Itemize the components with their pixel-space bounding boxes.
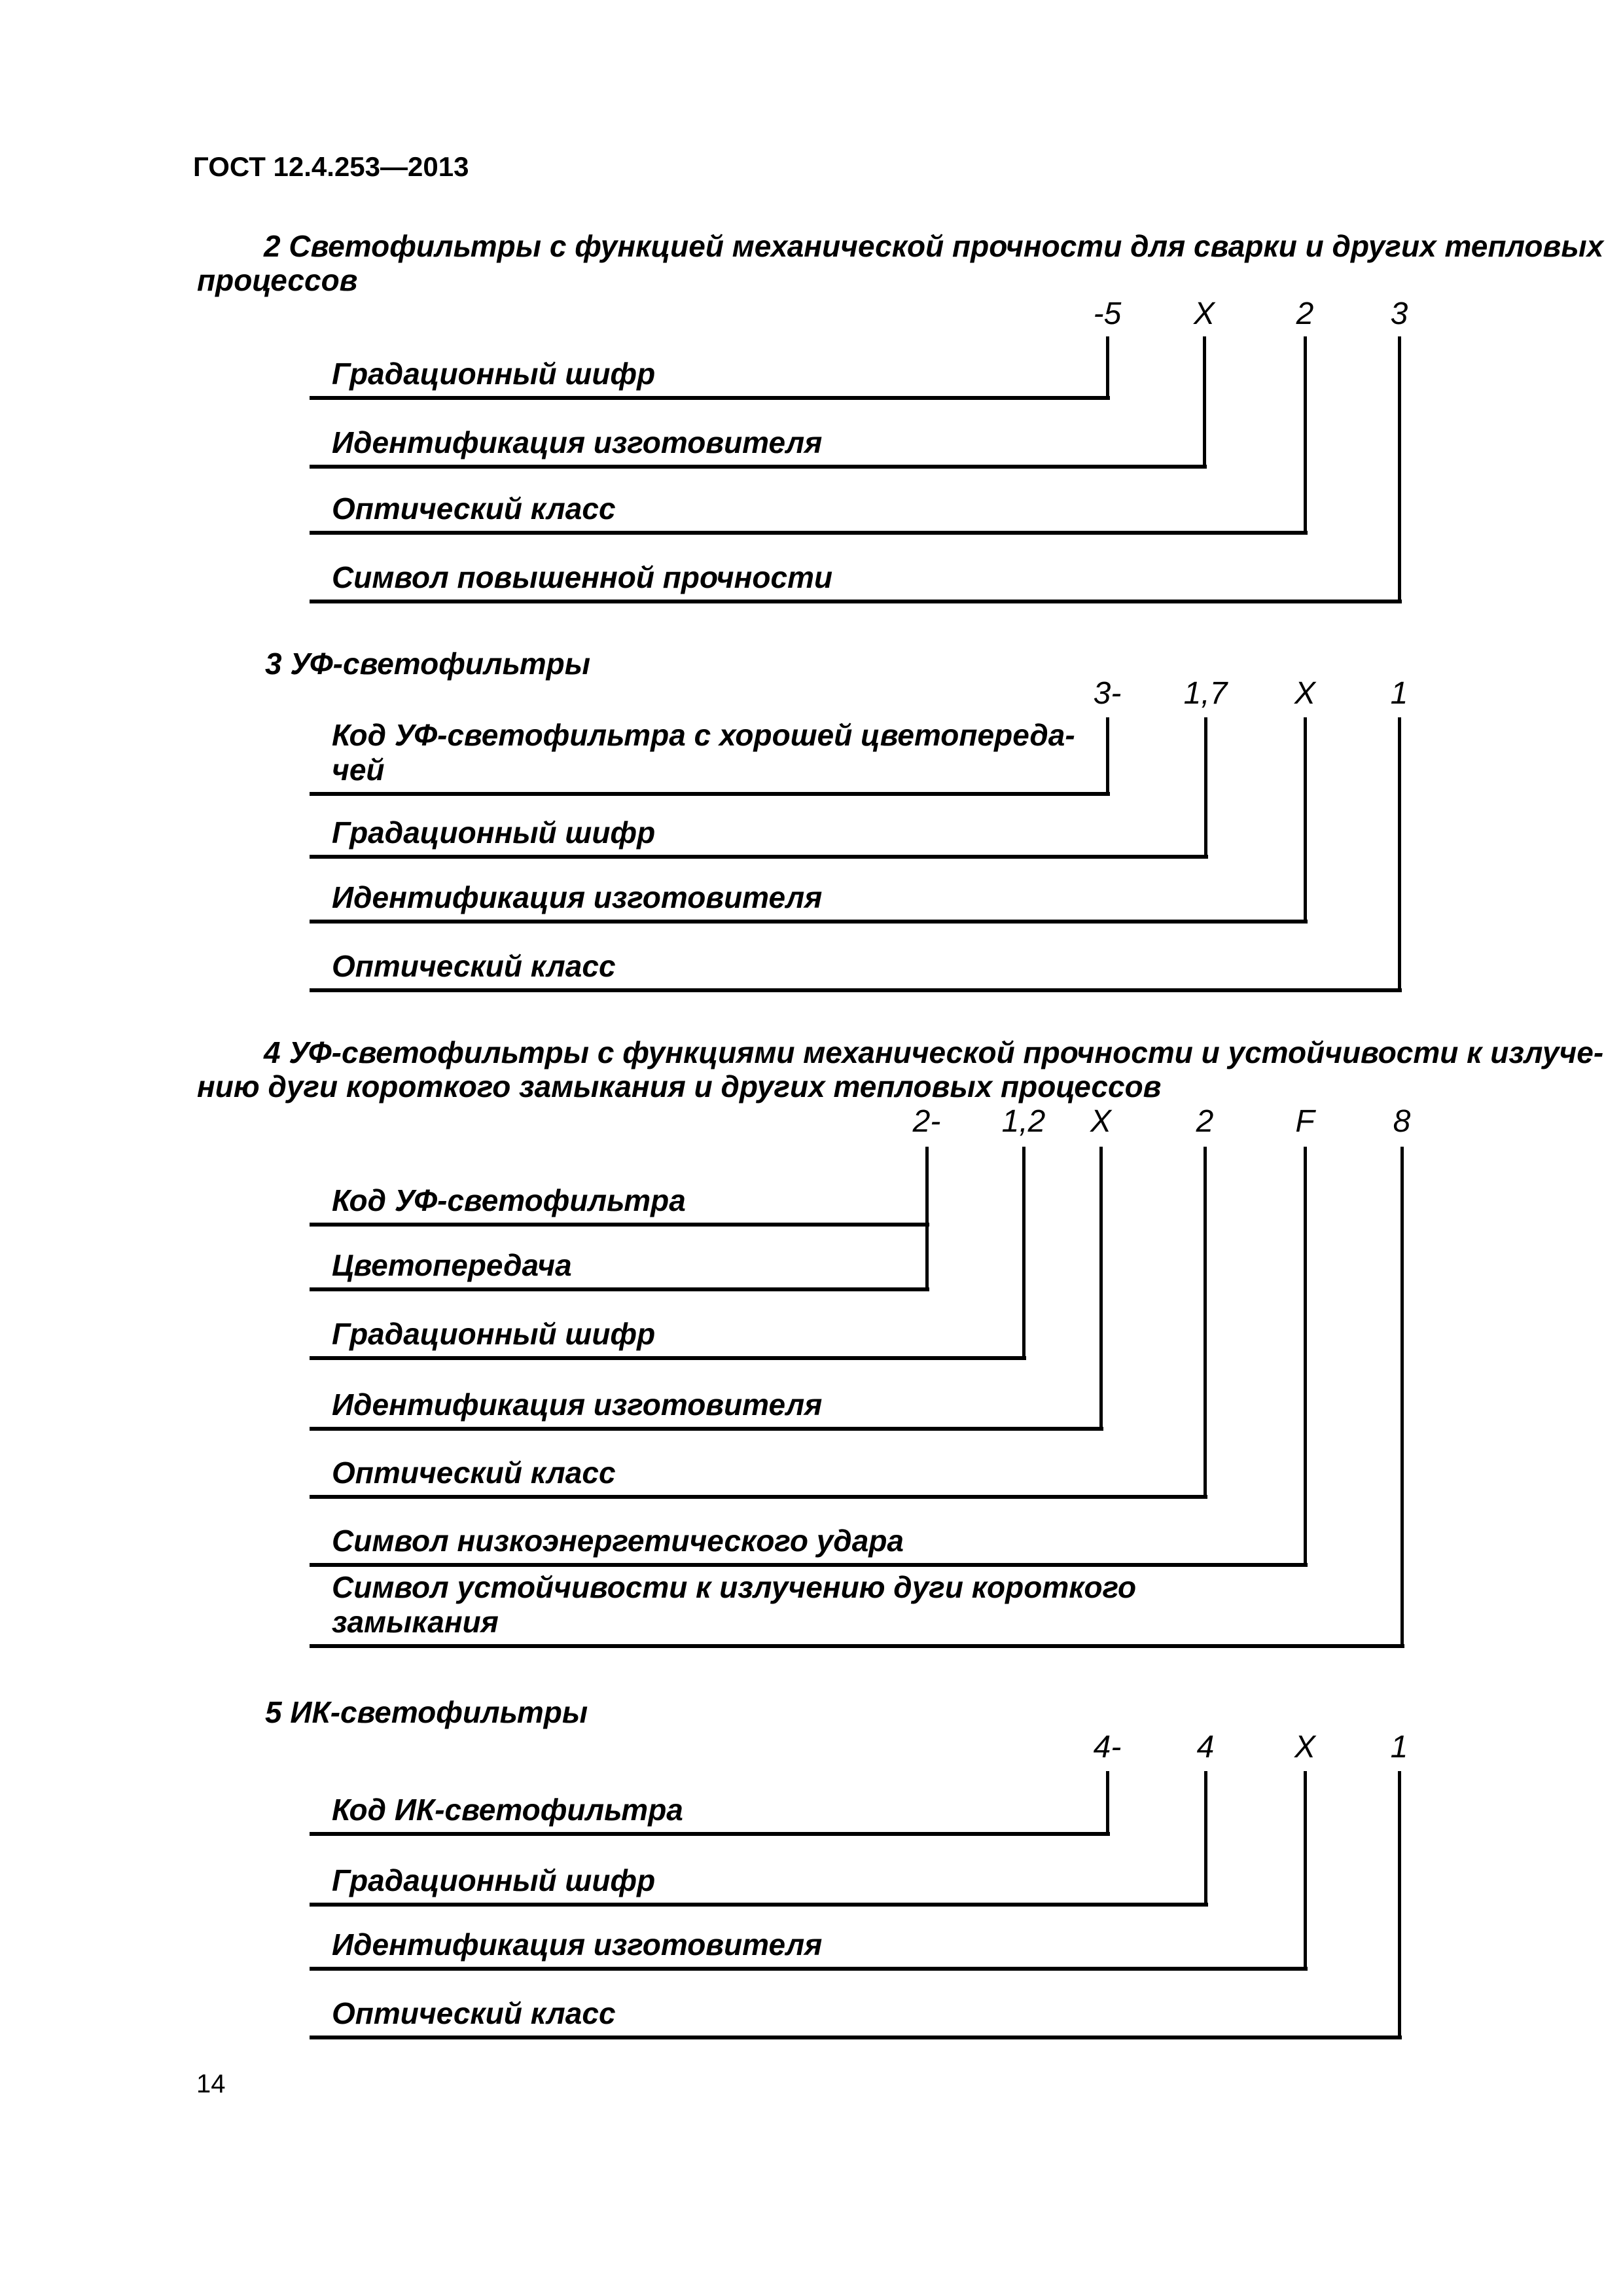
- label-underline: [310, 531, 1308, 535]
- field-label: Символ повышенной прочности: [332, 560, 833, 594]
- field-label: Цветопередача: [332, 1248, 572, 1282]
- label-underline: [310, 1223, 929, 1227]
- field-label: Оптический класс: [332, 1456, 616, 1490]
- section-heading-line: 2 Светофильтры с функцией механической п…: [264, 229, 1604, 263]
- pointer-line: [1022, 1147, 1026, 1360]
- field-label: Идентификация изготовителя: [332, 1928, 823, 1962]
- code-char: Х: [1193, 296, 1215, 331]
- pointer-line: [1398, 1771, 1401, 2039]
- section-heading-line: 4 УФ-светофильтры с функциями механическ…: [264, 1035, 1604, 1069]
- field-label: Оптический класс: [332, 492, 616, 526]
- code-char: 8: [1393, 1104, 1411, 1139]
- code-char: Х: [1294, 1730, 1316, 1765]
- label-underline: [310, 1967, 1308, 1971]
- label-underline: [310, 1644, 1404, 1648]
- document-header: ГОСТ 12.4.253—2013: [193, 151, 469, 182]
- field-label: Градационный шифр: [332, 1863, 656, 1897]
- pointer-line: [1204, 717, 1207, 859]
- pointer-line: [1106, 1771, 1109, 1836]
- label-underline: [310, 600, 1402, 603]
- label-underline: [310, 1356, 1026, 1360]
- label-underline: [310, 465, 1207, 469]
- label-underline: [310, 792, 1110, 796]
- section-heading-line: 5 ИК-светофильтры: [265, 1695, 588, 1729]
- code-char: 2: [1196, 1104, 1214, 1139]
- pointer-line: [1099, 1147, 1103, 1431]
- field-label: Код УФ-светофильтра: [332, 1183, 686, 1217]
- pointer-line: [925, 1147, 929, 1291]
- code-char: 2: [1296, 296, 1314, 331]
- field-label: Градационный шифр: [332, 1317, 656, 1351]
- field-label: Градационный шифр: [332, 357, 656, 391]
- field-label: Оптический класс: [332, 1996, 616, 2030]
- label-underline: [310, 2036, 1402, 2039]
- field-label: Символ низкоэнергетического удара: [332, 1524, 904, 1558]
- pointer-line: [1304, 717, 1307, 924]
- code-char: Х: [1294, 676, 1316, 711]
- code-char: 2-: [912, 1104, 941, 1139]
- code-char: 1,2: [1001, 1104, 1046, 1139]
- label-underline: [310, 1287, 929, 1291]
- code-char: 4-: [1093, 1730, 1122, 1765]
- pointer-line: [1400, 1147, 1404, 1648]
- pointer-line: [1106, 336, 1109, 400]
- label-underline: [310, 396, 1110, 400]
- field-label: Идентификация изготовителя: [332, 880, 823, 914]
- field-label: Оптический класс: [332, 949, 616, 983]
- field-label: чей: [332, 753, 385, 787]
- label-underline: [310, 1563, 1308, 1567]
- field-label: замыкания: [332, 1605, 499, 1639]
- label-underline: [310, 988, 1402, 992]
- code-char: 3: [1390, 296, 1408, 331]
- label-underline: [310, 1495, 1207, 1499]
- field-label: Градационный шифр: [332, 816, 656, 850]
- code-char: 3-: [1093, 676, 1122, 711]
- code-char: 4: [1196, 1730, 1215, 1765]
- label-underline: [310, 1832, 1110, 1836]
- pointer-line: [1398, 336, 1401, 603]
- field-label: Код УФ-светофильтра с хорошей цветоперед…: [332, 718, 1075, 752]
- label-underline: [310, 855, 1208, 859]
- pointer-line: [1106, 717, 1109, 796]
- section-heading-line: процессов: [197, 263, 358, 297]
- code-char: 1: [1390, 676, 1408, 711]
- label-underline: [310, 1903, 1208, 1907]
- page-number: 14: [196, 2070, 226, 2098]
- field-label: Идентификация изготовителя: [332, 425, 823, 459]
- code-char: Х: [1090, 1104, 1112, 1139]
- field-label: Символ устойчивости к излучению дуги кор…: [332, 1570, 1137, 1604]
- code-char: F: [1295, 1104, 1315, 1139]
- code-char: -5: [1093, 296, 1122, 331]
- pointer-line: [1304, 336, 1307, 535]
- field-label: Идентификация изготовителя: [332, 1388, 823, 1422]
- label-underline: [310, 920, 1308, 924]
- code-char: 1,7: [1183, 676, 1228, 711]
- pointer-line: [1203, 336, 1206, 469]
- pointer-line: [1204, 1771, 1207, 1907]
- label-underline: [310, 1427, 1103, 1431]
- field-label: Код ИК-светофильтра: [332, 1793, 683, 1827]
- pointer-line: [1204, 1147, 1207, 1499]
- section-heading-line: 3 УФ-светофильтры: [265, 647, 591, 681]
- section-heading-line: нию дуги короткого замыкания и других те…: [197, 1069, 1162, 1103]
- pointer-line: [1304, 1771, 1307, 1971]
- pointer-line: [1304, 1147, 1307, 1567]
- pointer-line: [1398, 717, 1401, 992]
- code-char: 1: [1390, 1730, 1408, 1765]
